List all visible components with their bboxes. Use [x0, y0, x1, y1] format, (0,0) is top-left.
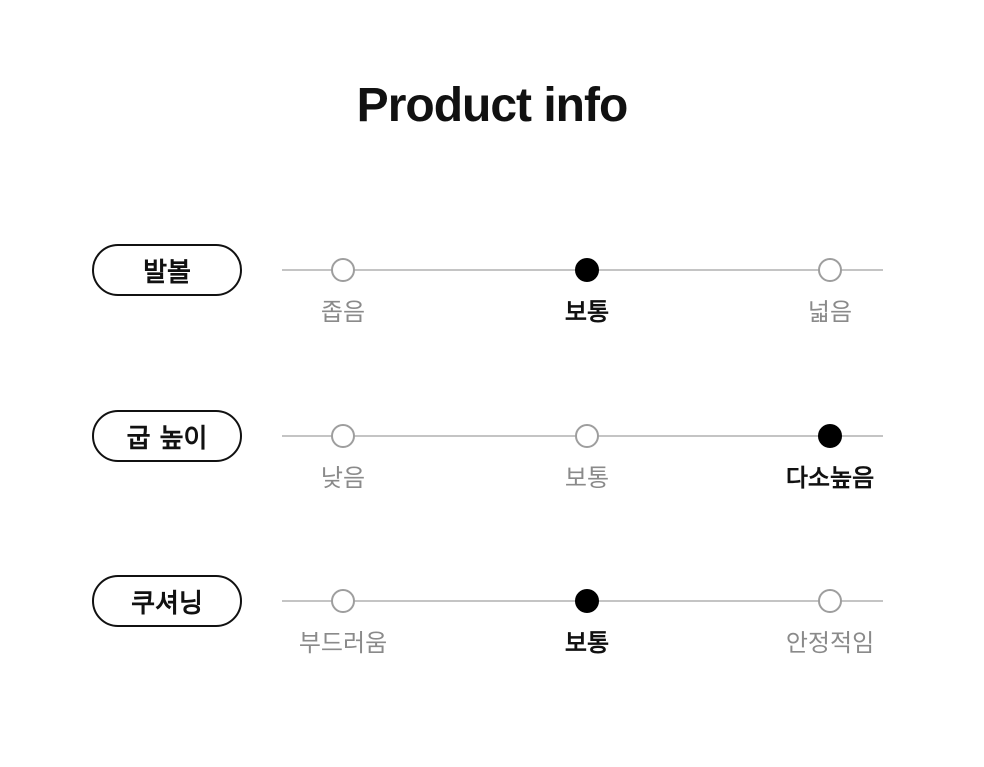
attribute-row-cushioning: 쿠셔닝 부드러움 보통 안정적임: [0, 575, 984, 685]
scale-option-dot: [818, 424, 842, 448]
scale-option-dot: [331, 258, 355, 282]
attribute-row-width: 발볼 좁음 보통 넓음: [0, 244, 984, 354]
page-title: Product info: [356, 79, 629, 132]
attribute-label-heel-height: 굽 높이: [92, 410, 242, 462]
scale-option-dot: [575, 424, 599, 448]
scale-option-label: 다소높음: [785, 464, 875, 492]
scale-option-dot: [575, 589, 599, 613]
scale-option-dot: [331, 424, 355, 448]
scale-option-label: 좁음: [320, 298, 366, 326]
scale-option-dot: [331, 589, 355, 613]
scale-option-label: 안정적임: [785, 629, 875, 657]
scale-option-label: 넓음: [807, 298, 853, 326]
scale-option-dot: [575, 258, 599, 282]
scale-option-label: 보통: [564, 298, 610, 326]
scale-option-label: 보통: [564, 629, 610, 657]
scale-option-dot: [818, 258, 842, 282]
attribute-label-cushioning: 쿠셔닝: [92, 575, 242, 627]
scale-option-label: 보통: [564, 464, 610, 492]
scale-option-dot: [818, 589, 842, 613]
scale-option-label: 부드러움: [298, 629, 388, 657]
attribute-label-width: 발볼: [92, 244, 242, 296]
scale-option-label: 낮음: [320, 464, 366, 492]
attribute-row-heel-height: 굽 높이 낮음 보통 다소높음: [0, 410, 984, 520]
